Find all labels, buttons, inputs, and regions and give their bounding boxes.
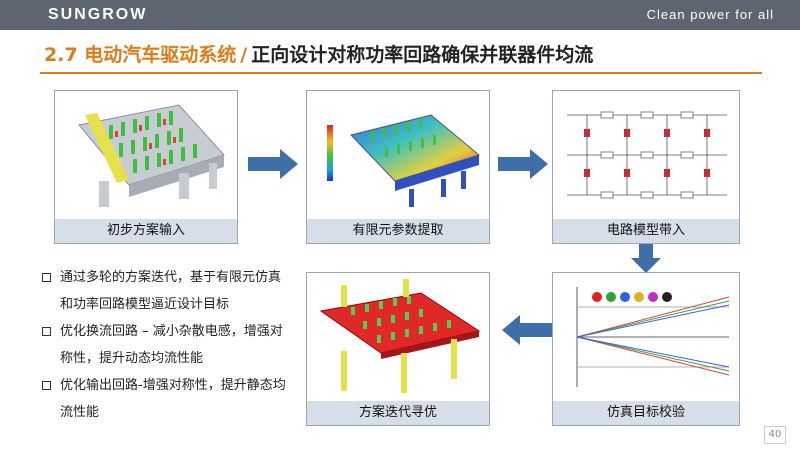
arrow-down-icon	[631, 244, 661, 273]
tagline: Clean power for all	[646, 7, 774, 22]
step-caption: 方案迭代寻优	[307, 401, 489, 425]
step-card-circuit-model: 电路模型带入	[552, 90, 740, 244]
step-caption: 仿真目标校验	[553, 401, 739, 425]
square-bullet-icon	[42, 381, 51, 390]
brand-logo: SUNGROW	[48, 6, 148, 23]
arrow-left-icon	[502, 315, 552, 345]
bullet-text: 优化换流回路 – 减小杂散电感，增强对称性，提升动态均流性能	[60, 324, 283, 366]
square-bullet-icon	[42, 273, 51, 282]
step-card-fea-extraction: 有限元参数提取	[306, 90, 490, 244]
step-caption: 电路模型带入	[553, 219, 739, 243]
step-caption: 初步方案输入	[55, 219, 237, 243]
fea-simulation-image	[311, 95, 485, 217]
step-card-optimization: 方案迭代寻优	[306, 272, 490, 426]
bullet-item: 优化换流回路 – 减小杂散电感，增强对称性，提升动态均流性能	[42, 318, 292, 372]
arrow-right-icon	[248, 149, 298, 179]
bullet-item: 通过多轮的方案迭代，基于有限元仿真和功率回路模型逼近设计目标	[42, 264, 292, 318]
bullet-text: 通过多轮的方案迭代，基于有限元仿真和功率回路模型逼近设计目标	[60, 270, 282, 312]
page-number: 40	[764, 426, 786, 444]
square-bullet-icon	[42, 327, 51, 336]
title-underline	[40, 72, 762, 74]
step-caption: 有限元参数提取	[307, 219, 489, 243]
optimized-module-image	[311, 277, 485, 399]
title-separator: /	[240, 44, 248, 66]
module-3d-image	[59, 95, 233, 217]
bullet-item: 优化输出回路-增强对称性，提升静态均流性能	[42, 372, 292, 426]
title-topic: 正向设计对称功率回路确保并联器件均流	[251, 44, 594, 66]
step-card-initial-design: 初步方案输入	[54, 90, 238, 244]
slide-title: 2.7 电动汽车驱动系统/正向设计对称功率回路确保并联器件均流	[44, 40, 593, 67]
bullet-text: 优化输出回路-增强对称性，提升静态均流性能	[60, 378, 286, 420]
arrow-right-icon	[498, 149, 548, 179]
top-bar: SUNGROW Clean power for all	[0, 0, 800, 30]
title-section: 2.7 电动汽车驱动系统	[44, 44, 237, 66]
current-waveform-image	[557, 277, 735, 399]
bullet-list: 通过多轮的方案迭代，基于有限元仿真和功率回路模型逼近设计目标 优化换流回路 – …	[42, 264, 292, 426]
circuit-schematic-image	[557, 95, 735, 217]
step-card-simulation-check: 仿真目标校验	[552, 272, 740, 426]
